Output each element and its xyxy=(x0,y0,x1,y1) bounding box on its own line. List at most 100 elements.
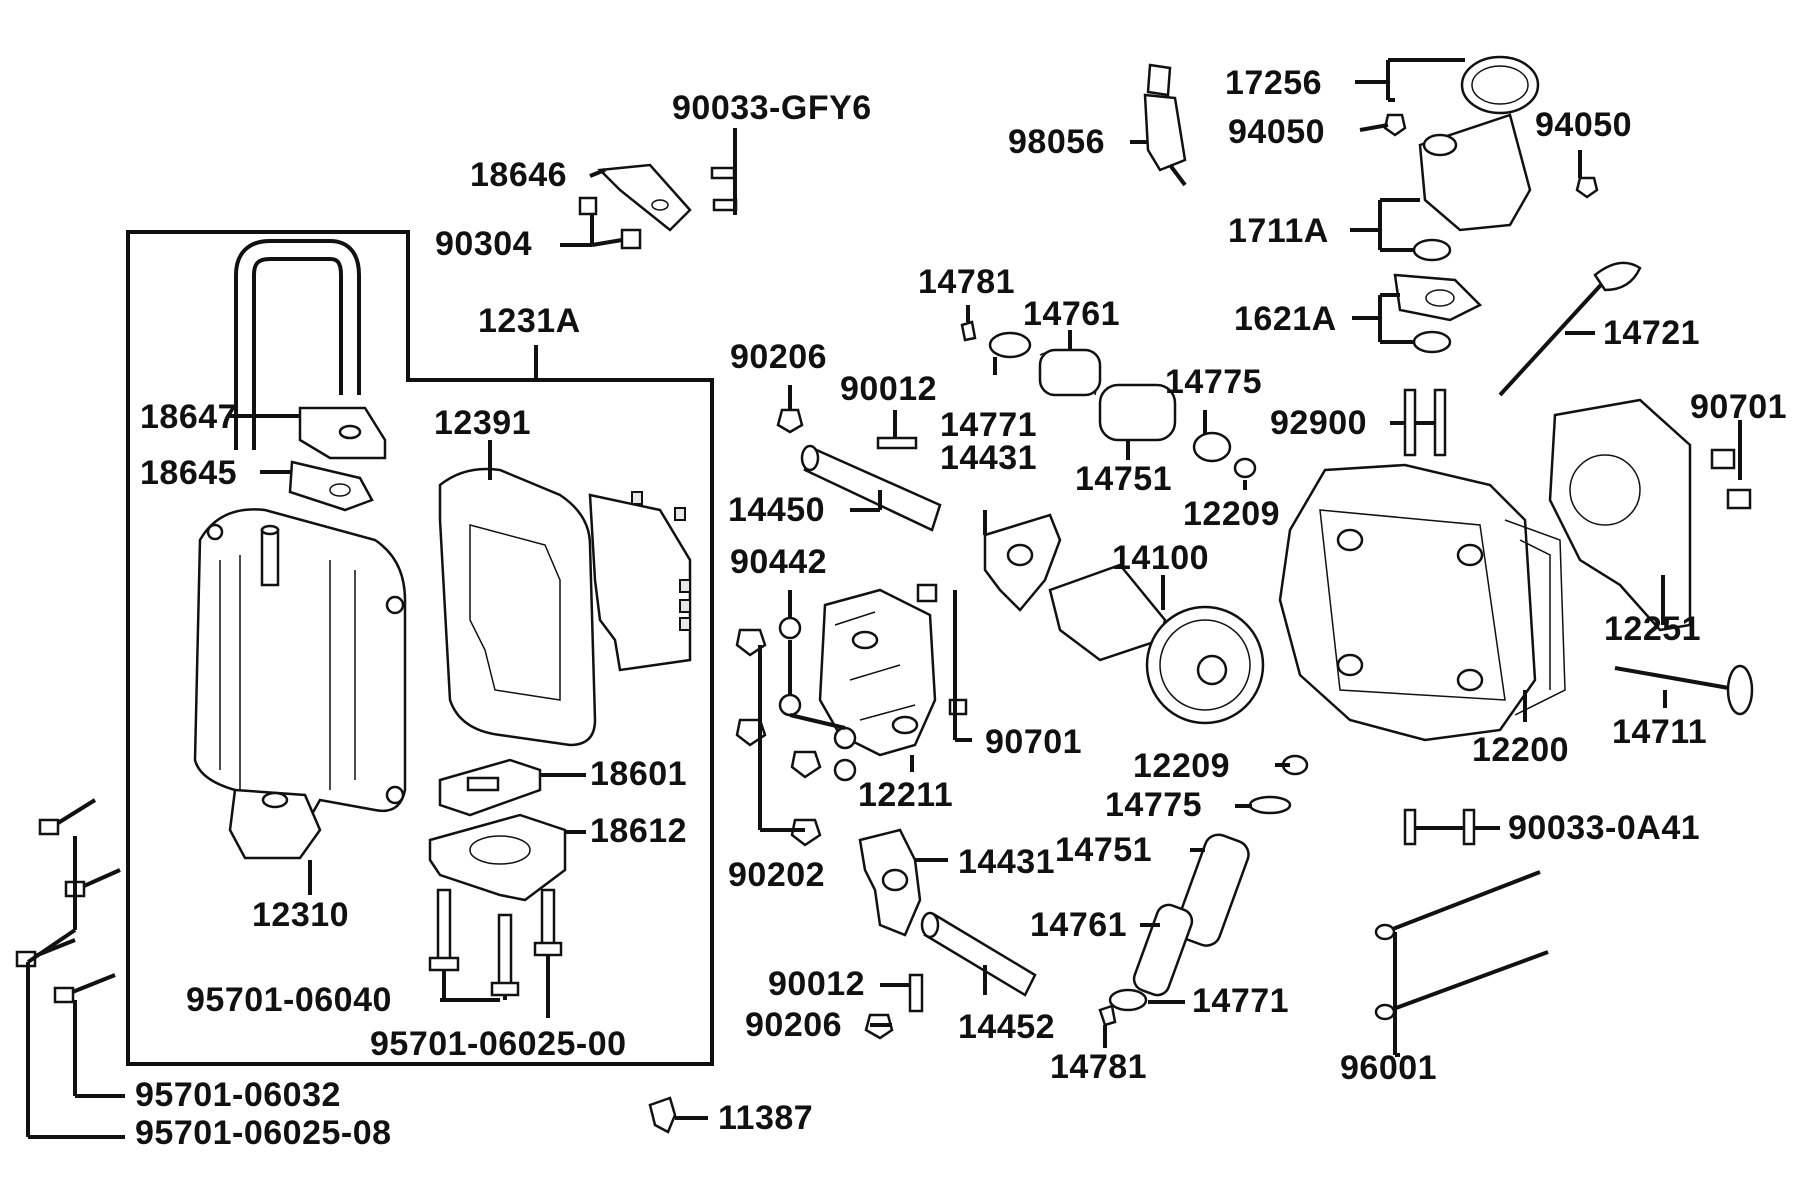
label-94050-right[interactable]: 94050 xyxy=(1535,106,1633,144)
cotter-14781-lower-part xyxy=(1098,1004,1117,1027)
nut-94050-right-part xyxy=(1575,176,1599,199)
intake-pipe-1711a-part xyxy=(1418,113,1532,232)
label-14771-upper[interactable]: 14771 xyxy=(940,406,1038,444)
label-12209-upper[interactable]: 12209 xyxy=(1183,495,1281,533)
spring-14761-upper-part xyxy=(1038,348,1102,397)
nuts-90202-part xyxy=(735,628,822,847)
label-90206-upper[interactable]: 90206 xyxy=(730,338,828,376)
spring-14751-lower-part xyxy=(1175,833,1250,947)
label-96001[interactable]: 96001 xyxy=(1340,1049,1438,1087)
cover-gasket-part xyxy=(438,467,597,747)
insulator-1621a-part xyxy=(1393,273,1483,322)
baffle-plate-part xyxy=(588,491,692,672)
rocker-arm-upper-part xyxy=(983,513,1062,612)
label-90012-lower[interactable]: 90012 xyxy=(768,965,866,1003)
label-90033-gfy6[interactable]: 90033-GFY6 xyxy=(672,89,872,127)
label-12310[interactable]: 12310 xyxy=(252,896,350,934)
retainer-14771-lower-part xyxy=(1108,988,1148,1012)
oring-upper-part xyxy=(1412,238,1452,262)
breather-pipe-part xyxy=(234,239,387,460)
label-14751-upper[interactable]: 14751 xyxy=(1075,460,1173,498)
dowel-90701-mid-part xyxy=(916,583,938,603)
label-95701-06025-08[interactable]: 95701-06025-08 xyxy=(135,1114,392,1152)
label-1711a[interactable]: 1711A xyxy=(1228,212,1329,250)
label-17256[interactable]: 17256 xyxy=(1225,64,1323,102)
label-14711[interactable]: 14711 xyxy=(1612,713,1708,751)
dowels-90701-right-part xyxy=(1710,448,1752,510)
label-18645[interactable]: 18645 xyxy=(140,454,238,492)
label-14771-lower[interactable]: 14771 xyxy=(1192,982,1290,1020)
label-92900[interactable]: 92900 xyxy=(1270,404,1368,442)
label-90701-right[interactable]: 90701 xyxy=(1690,388,1788,426)
label-14781-upper[interactable]: 14781 xyxy=(918,263,1016,301)
intake-valve-part xyxy=(1498,261,1642,397)
label-1231a[interactable]: 1231A xyxy=(478,302,581,340)
holder-part xyxy=(428,813,567,902)
spring-14761-lower-part xyxy=(1132,903,1194,997)
pin-90012-lower-part xyxy=(908,973,924,1013)
bolts-90033-gfy6-part xyxy=(710,140,738,215)
seat-14775-lower-part xyxy=(1248,795,1292,815)
dowel-90701-mid-lower-part xyxy=(948,698,968,716)
label-90012-upper[interactable]: 90012 xyxy=(840,370,938,408)
label-12251[interactable]: 12251 xyxy=(1604,610,1702,648)
external-bolts-part xyxy=(15,798,121,1004)
head-cover-part xyxy=(193,508,407,860)
studs-92900b-part xyxy=(1433,388,1447,457)
label-14761-upper[interactable]: 14761 xyxy=(1023,295,1121,333)
pin-90012-upper-part xyxy=(876,436,918,450)
label-14100[interactable]: 14100 xyxy=(1112,539,1210,577)
label-14721[interactable]: 14721 xyxy=(1603,314,1701,352)
exhaust-valve-part xyxy=(1614,664,1754,716)
studs-92900-part xyxy=(1403,388,1417,457)
oring-lower-part xyxy=(1412,330,1452,354)
label-18647[interactable]: 18647 xyxy=(140,398,238,436)
spark-plug-part xyxy=(1143,63,1187,187)
label-11387[interactable]: 11387 xyxy=(718,1099,814,1137)
nut-90206-upper-part xyxy=(776,408,804,434)
label-12391[interactable]: 12391 xyxy=(434,404,532,442)
kit-1231a-frame xyxy=(126,230,714,1066)
label-18646[interactable]: 18646 xyxy=(470,156,568,194)
label-90701-mid[interactable]: 90701 xyxy=(985,723,1083,761)
damper-pad-part xyxy=(438,758,542,817)
rocker-shaft-lower-part xyxy=(920,911,1037,997)
label-14761-lower[interactable]: 14761 xyxy=(1030,906,1128,944)
label-12211[interactable]: 12211 xyxy=(858,776,954,814)
label-95701-06040[interactable]: 95701-06040 xyxy=(186,981,392,1019)
cotter-14781-upper-part xyxy=(960,320,977,342)
label-14452[interactable]: 14452 xyxy=(958,1008,1056,1046)
label-14431-lower[interactable]: 14431 xyxy=(958,843,1056,881)
label-95701-06025-00[interactable]: 95701-06025-00 xyxy=(370,1025,627,1063)
label-14751-lower[interactable]: 14751 xyxy=(1055,831,1153,869)
label-95701-06032[interactable]: 95701-06032 xyxy=(135,1076,341,1114)
nuts-90304-part xyxy=(578,196,642,250)
label-14781-lower[interactable]: 14781 xyxy=(1050,1048,1148,1086)
clip-part xyxy=(648,1096,677,1134)
label-98056[interactable]: 98056 xyxy=(1008,123,1106,161)
label-18612[interactable]: 18612 xyxy=(590,812,688,850)
label-94050-left[interactable]: 94050 xyxy=(1228,113,1326,151)
rocker-shaft-upper-part xyxy=(800,444,942,532)
label-14775-lower[interactable]: 14775 xyxy=(1105,786,1203,824)
label-12200[interactable]: 12200 xyxy=(1472,731,1570,769)
washers-90442-part xyxy=(778,616,857,782)
label-90206-lower[interactable]: 90206 xyxy=(745,1006,843,1044)
cylinder-head-12200-part xyxy=(1278,463,1566,742)
label-1621a[interactable]: 1621A xyxy=(1234,300,1337,338)
label-14450[interactable]: 14450 xyxy=(728,491,826,529)
rocker-holder-12211-part xyxy=(818,588,937,757)
studs-96001-part xyxy=(1374,870,1549,1021)
label-90304[interactable]: 90304 xyxy=(435,225,533,263)
label-14775-upper[interactable]: 14775 xyxy=(1165,363,1263,401)
spring-14751-upper-part xyxy=(1098,383,1177,442)
label-18601[interactable]: 18601 xyxy=(590,755,688,793)
rocker-arm-lower-part xyxy=(858,828,922,937)
label-12209-lower[interactable]: 12209 xyxy=(1133,747,1231,785)
seat-14775-upper-part xyxy=(1192,431,1232,463)
label-14431-upper[interactable]: 14431 xyxy=(940,439,1038,477)
label-90033-0a41[interactable]: 90033-0A41 xyxy=(1508,809,1701,847)
label-90442[interactable]: 90442 xyxy=(730,543,828,581)
label-90202[interactable]: 90202 xyxy=(728,856,826,894)
